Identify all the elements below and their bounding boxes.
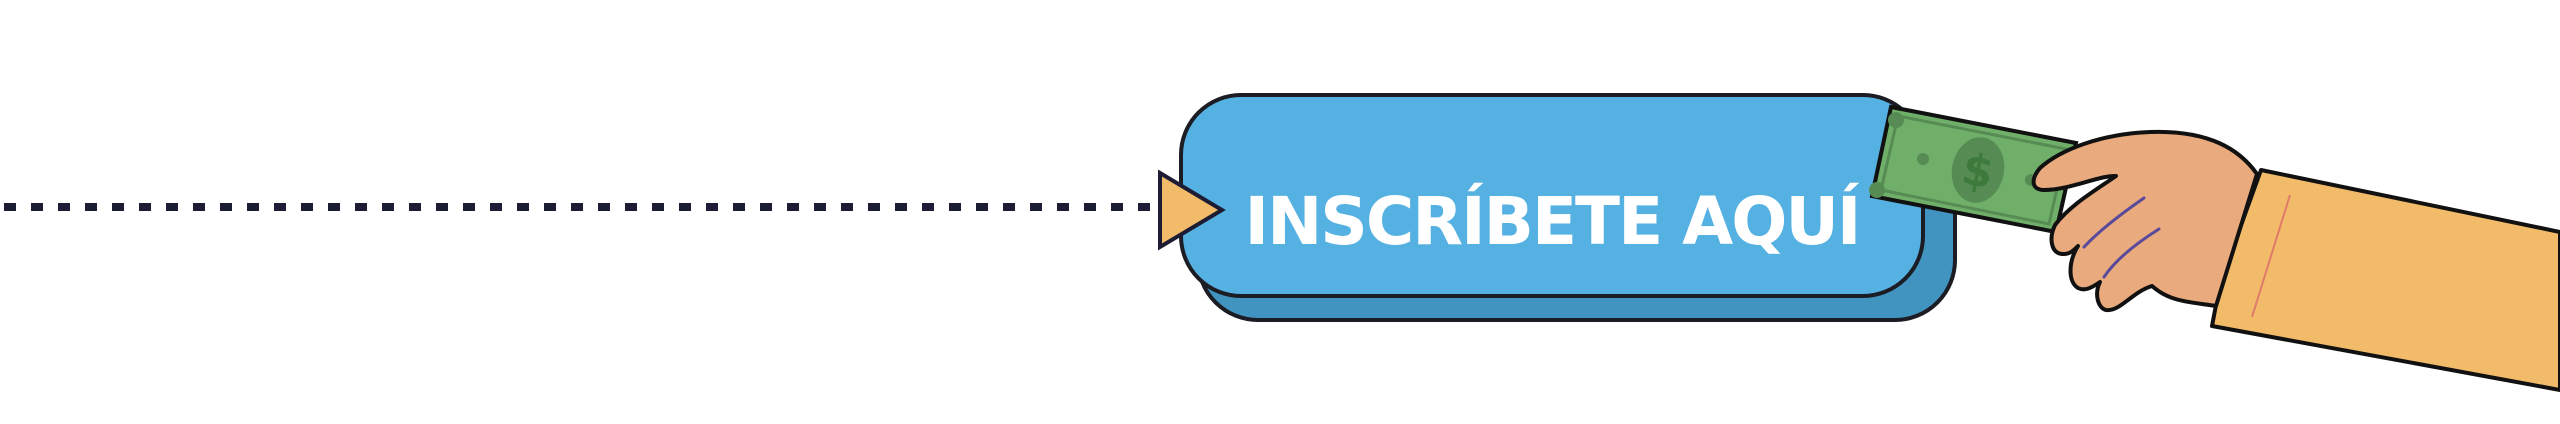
triangle-right-icon: [1158, 169, 1226, 251]
sleeve: [2210, 168, 2560, 392]
inscribete-button[interactable]: INSCRÍBETE AQUÍ: [1179, 93, 1957, 322]
dollar-bill-icon: $: [1869, 104, 2079, 235]
button-label: INSCRÍBETE AQUÍ: [1245, 182, 1860, 260]
hand-icon: [2031, 129, 2259, 313]
